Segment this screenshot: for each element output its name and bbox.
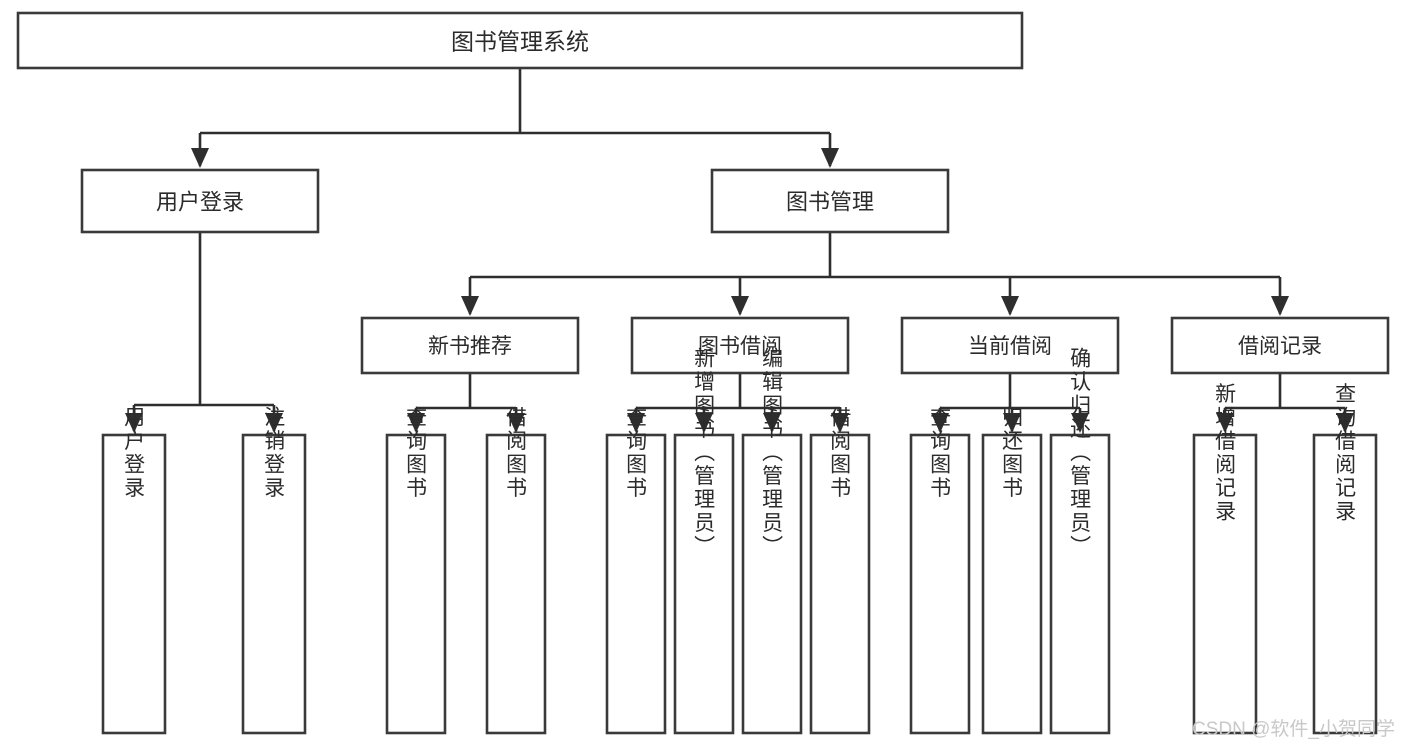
arrowhead-leaf-4-0 bbox=[1216, 413, 1234, 433]
node-leaf-3-借阅图书-rect bbox=[485, 433, 547, 735]
node-leaf-4-查询图书-rect bbox=[605, 433, 667, 735]
node-leaf-1-注销登录-rect bbox=[241, 433, 307, 735]
arrowhead-leaf-4-1 bbox=[1336, 413, 1354, 433]
arrowhead-level2-1 bbox=[821, 148, 839, 168]
node-level2-用户登录-label: 用户登录 bbox=[156, 190, 244, 215]
node-level2-图书管理[interactable]: 图书管理 bbox=[710, 168, 950, 234]
node-leaf-7-借阅图书-rect bbox=[809, 433, 871, 735]
arrowhead-leaf-3-0 bbox=[931, 413, 949, 433]
node-leaf-9-归还图书[interactable]: 归还图书 bbox=[981, 406, 1043, 735]
arrowhead-level3-0 bbox=[461, 296, 479, 316]
node-leaf-2-查询图书-rect bbox=[385, 433, 447, 735]
node-leaf-3-借阅图书-label: 借阅图书 bbox=[504, 406, 528, 500]
node-leaf-11-新增借阅记录-label: 新增借阅记录 bbox=[1213, 383, 1237, 524]
node-leaf-1-注销登录-label: 注销登录 bbox=[262, 406, 286, 500]
node-leaf-10-确认归还管理员-rect bbox=[1049, 433, 1111, 735]
node-leaf-5-新增图书管理员-rect bbox=[673, 433, 735, 735]
node-leaf-3-借阅图书[interactable]: 借阅图书 bbox=[485, 406, 547, 735]
node-leaf-9-归还图书-rect bbox=[981, 433, 1043, 735]
arrowhead-leaf-2-3 bbox=[831, 413, 849, 433]
arrowhead-leaf-2-2 bbox=[763, 413, 781, 433]
node-leaf-12-查询借阅记录-rect bbox=[1312, 433, 1378, 735]
arrowhead-leaf-0-0 bbox=[125, 413, 143, 433]
node-leaf-6-编辑图书管理员[interactable]: 编辑图书（管理员） bbox=[741, 347, 803, 735]
node-leaf-6-编辑图书管理员-rect bbox=[741, 433, 803, 735]
node-leaf-0-用户登录-rect bbox=[101, 433, 167, 735]
arrowhead-leaf-3-1 bbox=[1003, 413, 1021, 433]
node-leaf-0-用户登录-label: 用户登录 bbox=[122, 406, 146, 500]
node-level3-借阅记录-rect bbox=[1170, 316, 1390, 375]
node-leaf-8-查询图书-rect bbox=[909, 433, 971, 735]
node-level2-用户登录[interactable]: 用户登录 bbox=[80, 168, 320, 234]
arrowhead-leaf-3-2 bbox=[1071, 413, 1089, 433]
arrowhead-leaf-1-1 bbox=[507, 413, 525, 433]
node-leaf-0-用户登录[interactable]: 用户登录 bbox=[101, 406, 167, 735]
arrowhead-leaf-0-1 bbox=[265, 413, 283, 433]
node-leaf-12-查询借阅记录[interactable]: 查询借阅记录 bbox=[1312, 383, 1378, 735]
node-root-图书管理系统[interactable]: 图书管理系统 bbox=[16, 11, 1024, 70]
node-leaf-10-确认归还管理员-label: 确认归还（管理员） bbox=[1068, 347, 1092, 559]
arrowhead-leaf-2-0 bbox=[627, 413, 645, 433]
node-leaf-4-查询图书-label: 查询图书 bbox=[624, 406, 648, 500]
node-leaf-12-查询借阅记录-label: 查询借阅记录 bbox=[1333, 383, 1357, 524]
node-level3-新书推荐-label: 新书推荐 bbox=[428, 335, 512, 358]
node-leaf-7-借阅图书[interactable]: 借阅图书 bbox=[809, 406, 871, 735]
node-leaf-4-查询图书[interactable]: 查询图书 bbox=[605, 406, 667, 735]
arrowhead-level3-3 bbox=[1271, 296, 1289, 316]
arrowhead-leaf-2-1 bbox=[695, 413, 713, 433]
node-root-图书管理系统-label: 图书管理系统 bbox=[451, 29, 589, 55]
node-leaf-5-新增图书管理员[interactable]: 新增图书（管理员） bbox=[673, 347, 735, 735]
node-leaf-6-编辑图书管理员-label: 编辑图书（管理员） bbox=[760, 347, 784, 559]
node-level3-图书借阅-label: 图书借阅 bbox=[698, 335, 782, 358]
node-level3-图书借阅-rect bbox=[630, 316, 850, 375]
node-leaf-11-新增借阅记录-rect bbox=[1192, 433, 1258, 735]
node-level2-图书管理-rect bbox=[710, 168, 950, 234]
arrowhead-level2-0 bbox=[191, 148, 209, 168]
node-leaf-8-查询图书-label: 查询图书 bbox=[928, 406, 952, 500]
node-leaf-2-查询图书[interactable]: 查询图书 bbox=[385, 406, 447, 735]
node-level3-图书借阅[interactable]: 图书借阅 bbox=[630, 316, 850, 375]
node-leaf-2-查询图书-label: 查询图书 bbox=[404, 406, 428, 500]
arrowhead-level3-2 bbox=[1001, 296, 1019, 316]
node-leaf-7-借阅图书-label: 借阅图书 bbox=[828, 406, 852, 500]
node-level3-当前借阅-rect bbox=[900, 316, 1120, 375]
node-leaf-5-新增图书管理员-label: 新增图书（管理员） bbox=[692, 347, 716, 559]
node-level3-当前借阅[interactable]: 当前借阅 bbox=[900, 316, 1120, 375]
node-level3-新书推荐[interactable]: 新书推荐 bbox=[360, 316, 580, 375]
arrowhead-level3-1 bbox=[731, 296, 749, 316]
node-level3-借阅记录[interactable]: 借阅记录 bbox=[1170, 316, 1390, 375]
arrowhead-leaf-1-0 bbox=[407, 413, 425, 433]
node-root-图书管理系统-rect bbox=[16, 11, 1024, 70]
node-leaf-8-查询图书[interactable]: 查询图书 bbox=[909, 406, 971, 735]
node-level3-借阅记录-label: 借阅记录 bbox=[1238, 335, 1322, 358]
node-leaf-9-归还图书-label: 归还图书 bbox=[1000, 406, 1024, 500]
node-leaf-11-新增借阅记录[interactable]: 新增借阅记录 bbox=[1192, 383, 1258, 735]
csdn-watermark: CSDN @软件_小贺同学 bbox=[1192, 719, 1395, 740]
node-level2-图书管理-label: 图书管理 bbox=[786, 190, 874, 215]
node-level3-新书推荐-rect bbox=[360, 316, 580, 375]
node-leaf-1-注销登录[interactable]: 注销登录 bbox=[241, 406, 307, 735]
node-leaf-10-确认归还管理员[interactable]: 确认归还（管理员） bbox=[1049, 347, 1111, 735]
node-level2-用户登录-rect bbox=[80, 168, 320, 234]
node-level3-当前借阅-label: 当前借阅 bbox=[968, 335, 1052, 358]
